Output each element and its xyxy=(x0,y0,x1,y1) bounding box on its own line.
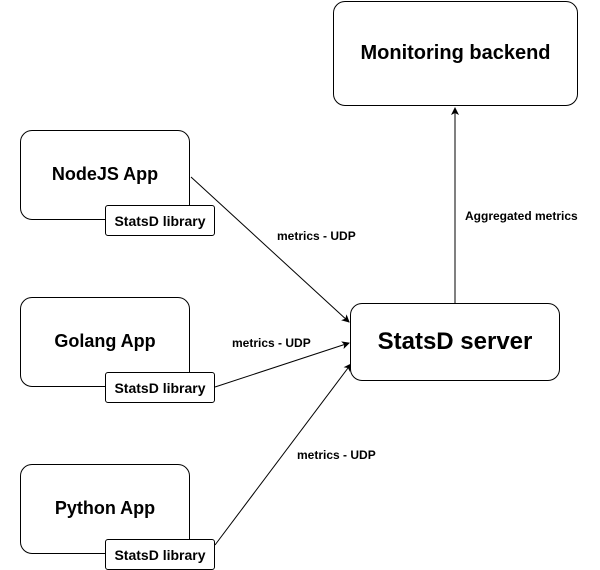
edge-label-python: metrics - UDP xyxy=(297,448,376,462)
python-app-label: Python App xyxy=(54,497,156,518)
edge-python-to-server xyxy=(214,363,352,546)
python-statsd-library: StatsD library xyxy=(105,539,215,570)
statsd-library-label: StatsD library xyxy=(114,212,206,229)
nodejs-statsd-library: StatsD library xyxy=(105,205,215,236)
golang-app-label: Golang App xyxy=(54,330,156,351)
nodejs-app-label: NodeJS App xyxy=(51,163,159,184)
golang-statsd-library: StatsD library xyxy=(105,372,215,403)
edge-nodejs-to-server xyxy=(190,176,350,323)
statsd-library-label: StatsD library xyxy=(114,546,206,563)
monitoring-backend-node: Monitoring backend xyxy=(333,1,578,106)
edge-golang-to-server xyxy=(214,341,350,388)
edge-label-nodejs: metrics - UDP xyxy=(277,229,356,243)
statsd-server-label: StatsD server xyxy=(377,328,533,355)
monitoring-backend-label: Monitoring backend xyxy=(360,42,551,64)
statsd-library-label: StatsD library xyxy=(114,379,206,396)
edge-label-aggregated: Aggregated metrics xyxy=(465,209,578,223)
statsd-server-node: StatsD server xyxy=(350,303,560,381)
edge-label-golang: metrics - UDP xyxy=(232,336,311,350)
